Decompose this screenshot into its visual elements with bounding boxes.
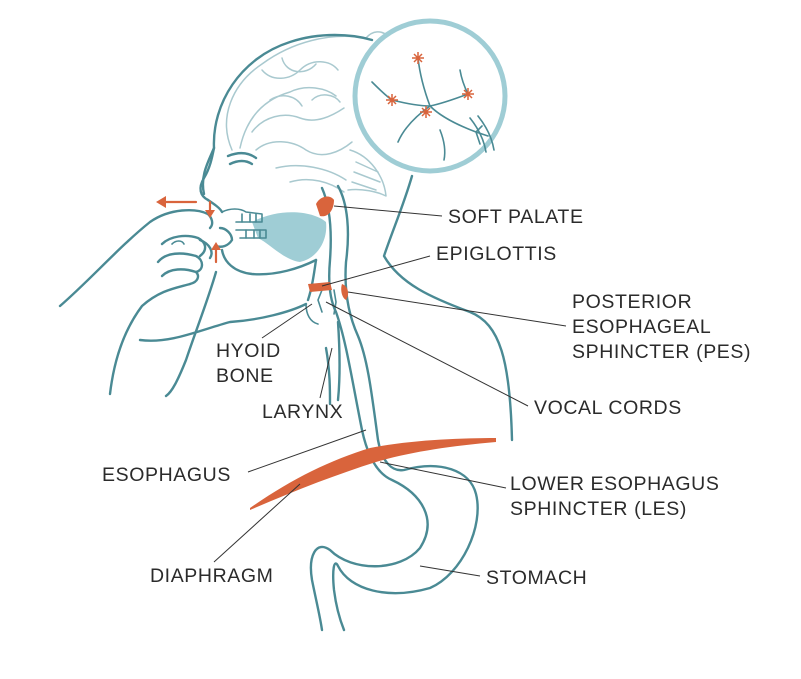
hyoid-bone-label: HYOID BONE [216,340,281,387]
soft-palate-mark [316,196,334,217]
esophagus-label: ESOPHAGUS [102,464,231,486]
soft-palate-label: SOFT PALATE [448,206,584,228]
vocal-cords-label: VOCAL CORDS [534,397,682,419]
brain-icon [225,31,395,197]
hand-icon [58,209,214,396]
larynx-label: LARYNX [262,401,344,423]
mouth [214,208,327,262]
diaphragm-label: DIAPHRAGM [150,565,274,587]
arrow-up-icon [211,242,221,264]
pes-mark [341,284,349,300]
stomach-label: STOMACH [486,567,588,589]
neuron-icon [352,18,508,174]
arrow-down-icon [205,200,215,218]
diaphragm-mark [250,438,496,510]
arrow-left-icon [156,196,198,208]
epiglottis-label: EPIGLOTTIS [436,243,557,265]
les-label: LOWER ESOPHAGUS SPHINCTER (LES) [510,473,720,520]
pes-label: POSTERIOR ESOPHAGEAL SPHINCTER (PES) [572,291,752,363]
leader-lines [213,205,567,577]
body-outline [138,33,514,442]
